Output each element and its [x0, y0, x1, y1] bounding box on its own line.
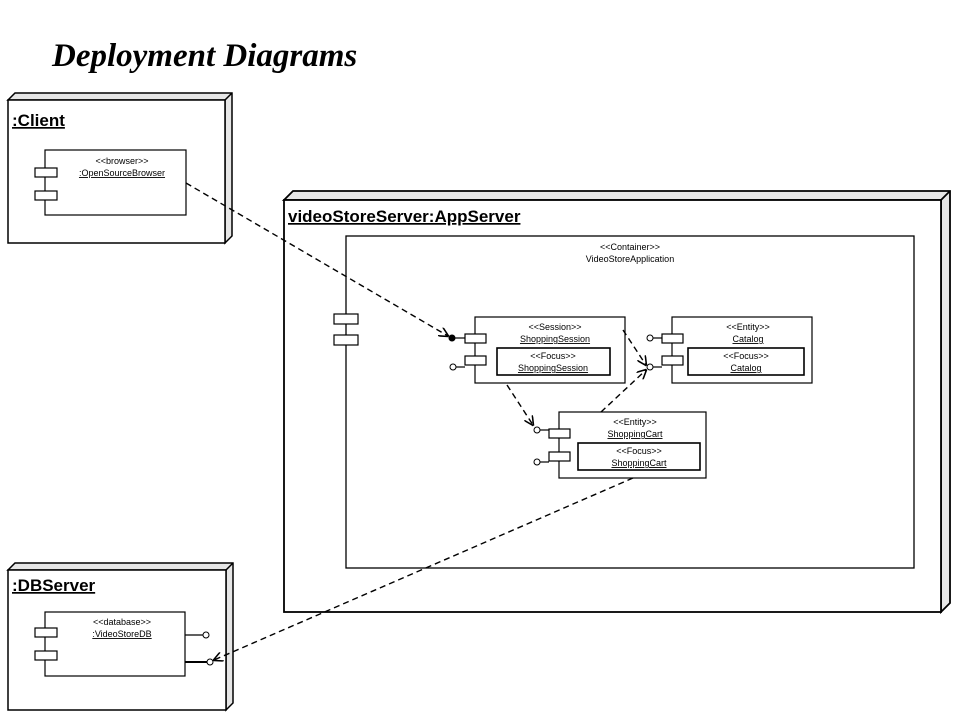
session-focus-box	[496, 347, 611, 376]
component-tab-icon	[34, 190, 58, 201]
database-component[interactable]: <<database>> :VideoStoreDB	[34, 611, 214, 677]
component-tab-icon	[661, 333, 684, 344]
cart-to-catalog-dependency	[600, 370, 646, 413]
client-node[interactable]: :Client <<browser>> :OpenSourceBrowser	[6, 92, 233, 245]
container-name: VideoStoreApplication	[586, 254, 674, 264]
session-to-catalog-dependency	[622, 329, 646, 365]
db-server-label: :DBServer	[12, 576, 96, 595]
component-tab-icon	[34, 627, 58, 638]
catalog-name: Catalog	[732, 334, 763, 344]
catalog-stereotype: <<Entity>>	[726, 322, 770, 332]
session-stereotype: <<Session>>	[528, 322, 581, 332]
component-tab-icon	[34, 650, 58, 661]
interface-lollipop-icon	[206, 658, 214, 666]
app-server-node[interactable]: videoStoreServer:AppServer <<Container>>…	[281, 190, 951, 615]
component-tab-icon	[661, 355, 684, 366]
component-tab-icon	[464, 333, 487, 344]
browser-name: :OpenSourceBrowser	[79, 168, 165, 178]
session-name: ShoppingSession	[520, 334, 590, 344]
cart-focus-stereotype: <<Focus>>	[616, 446, 662, 456]
cart-focus-box	[577, 442, 701, 471]
container-component[interactable]: <<Container>> VideoStoreApplication	[333, 235, 915, 569]
session-focus-stereotype: <<Focus>>	[530, 351, 576, 361]
db-server-node[interactable]: :DBServer <<database>> :VideoStoreDB	[6, 562, 234, 712]
interface-lollipop-icon	[533, 458, 541, 466]
interface-lollipop-icon	[533, 426, 541, 434]
shopping-cart-component[interactable]: <<Entity>> ShoppingCart <<Focus>> Shoppi…	[533, 411, 707, 479]
catalog-focus-stereotype: <<Focus>>	[723, 351, 769, 361]
shopping-session-component[interactable]: <<Session>> ShoppingSession <<Focus>> Sh…	[448, 316, 626, 384]
container-stereotype: <<Container>>	[600, 242, 660, 252]
database-stereotype: <<database>>	[93, 617, 151, 627]
component-tab-icon	[34, 167, 58, 178]
catalog-focus-name: Catalog	[730, 363, 761, 373]
component-tab-icon	[333, 313, 359, 325]
browser-component[interactable]: <<browser>> :OpenSourceBrowser	[34, 149, 187, 216]
page-title: Deployment Diagrams	[52, 38, 358, 74]
database-name: :VideoStoreDB	[92, 629, 151, 639]
session-focus-name: ShoppingSession	[518, 363, 588, 373]
interface-lollipop-icon	[646, 363, 654, 371]
catalog-component[interactable]: <<Entity>> Catalog <<Focus>> Catalog	[646, 316, 813, 384]
browser-to-session-dependency	[185, 182, 448, 336]
app-server-label: videoStoreServer:AppServer	[288, 207, 521, 226]
component-tab-icon	[548, 451, 571, 462]
interface-lollipop-icon	[448, 334, 456, 342]
cart-stereotype: <<Entity>>	[613, 417, 657, 427]
session-to-cart-dependency	[506, 384, 533, 425]
component-tab-icon	[464, 355, 487, 366]
cart-to-database-dependency	[214, 477, 634, 660]
component-tab-icon	[548, 428, 571, 439]
browser-stereotype: <<browser>>	[95, 156, 148, 166]
cart-focus-name: ShoppingCart	[611, 458, 667, 468]
interface-lollipop-icon	[646, 334, 654, 342]
interface-lollipop-icon	[202, 631, 210, 639]
component-tab-icon	[333, 334, 359, 346]
interface-lollipop-icon	[449, 363, 457, 371]
client-node-label: :Client	[12, 111, 65, 130]
cart-name: ShoppingCart	[607, 429, 663, 439]
catalog-focus-box	[687, 347, 805, 376]
